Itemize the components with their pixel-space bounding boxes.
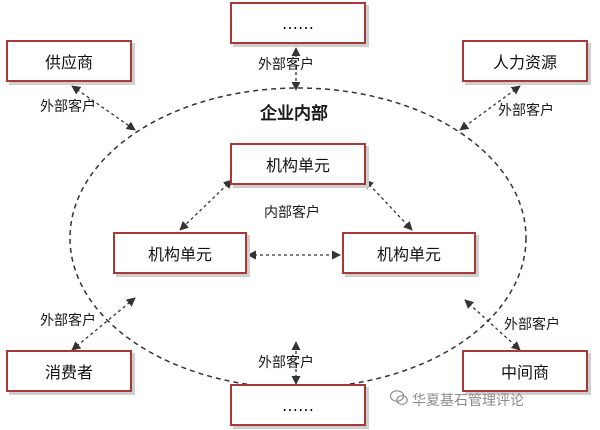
wechat-icon [389, 390, 408, 410]
connector-consumer [71, 297, 136, 351]
connector-middleman [464, 299, 521, 351]
node-unit-left: 机构单元 [113, 232, 247, 274]
node-supplier: 供应商 [6, 40, 132, 82]
external-customer-label-supplier: 外部客户 [40, 99, 96, 115]
watermark: 华夏基石管理评论 [389, 390, 524, 410]
connector-hr [459, 85, 521, 131]
node-unit-top: 机构单元 [230, 143, 366, 185]
external-customer-label-hr: 外部客户 [498, 103, 554, 119]
enterprise-title: 企业内部 [260, 104, 328, 124]
external-customer-label-top: 外部客户 [258, 57, 314, 73]
node-top: …… [230, 2, 366, 44]
connector-unit-top-left [179, 179, 233, 231]
node-middleman: 中间商 [462, 350, 588, 392]
external-customer-label-middleman: 外部客户 [504, 317, 560, 333]
watermark-text: 华夏基石管理评论 [412, 393, 524, 409]
external-customer-label-consumer: 外部客户 [40, 313, 96, 329]
external-customer-label-bottom: 外部客户 [258, 355, 314, 371]
connector-supplier [71, 85, 136, 131]
node-unit-right: 机构单元 [342, 232, 476, 274]
node-consumer: 消费者 [6, 350, 132, 392]
node-hr: 人力资源 [462, 40, 588, 82]
connector-unit-top-right [364, 179, 413, 231]
internal-customer-label: 内部客户 [264, 205, 320, 221]
node-bottom: …… [230, 384, 366, 426]
